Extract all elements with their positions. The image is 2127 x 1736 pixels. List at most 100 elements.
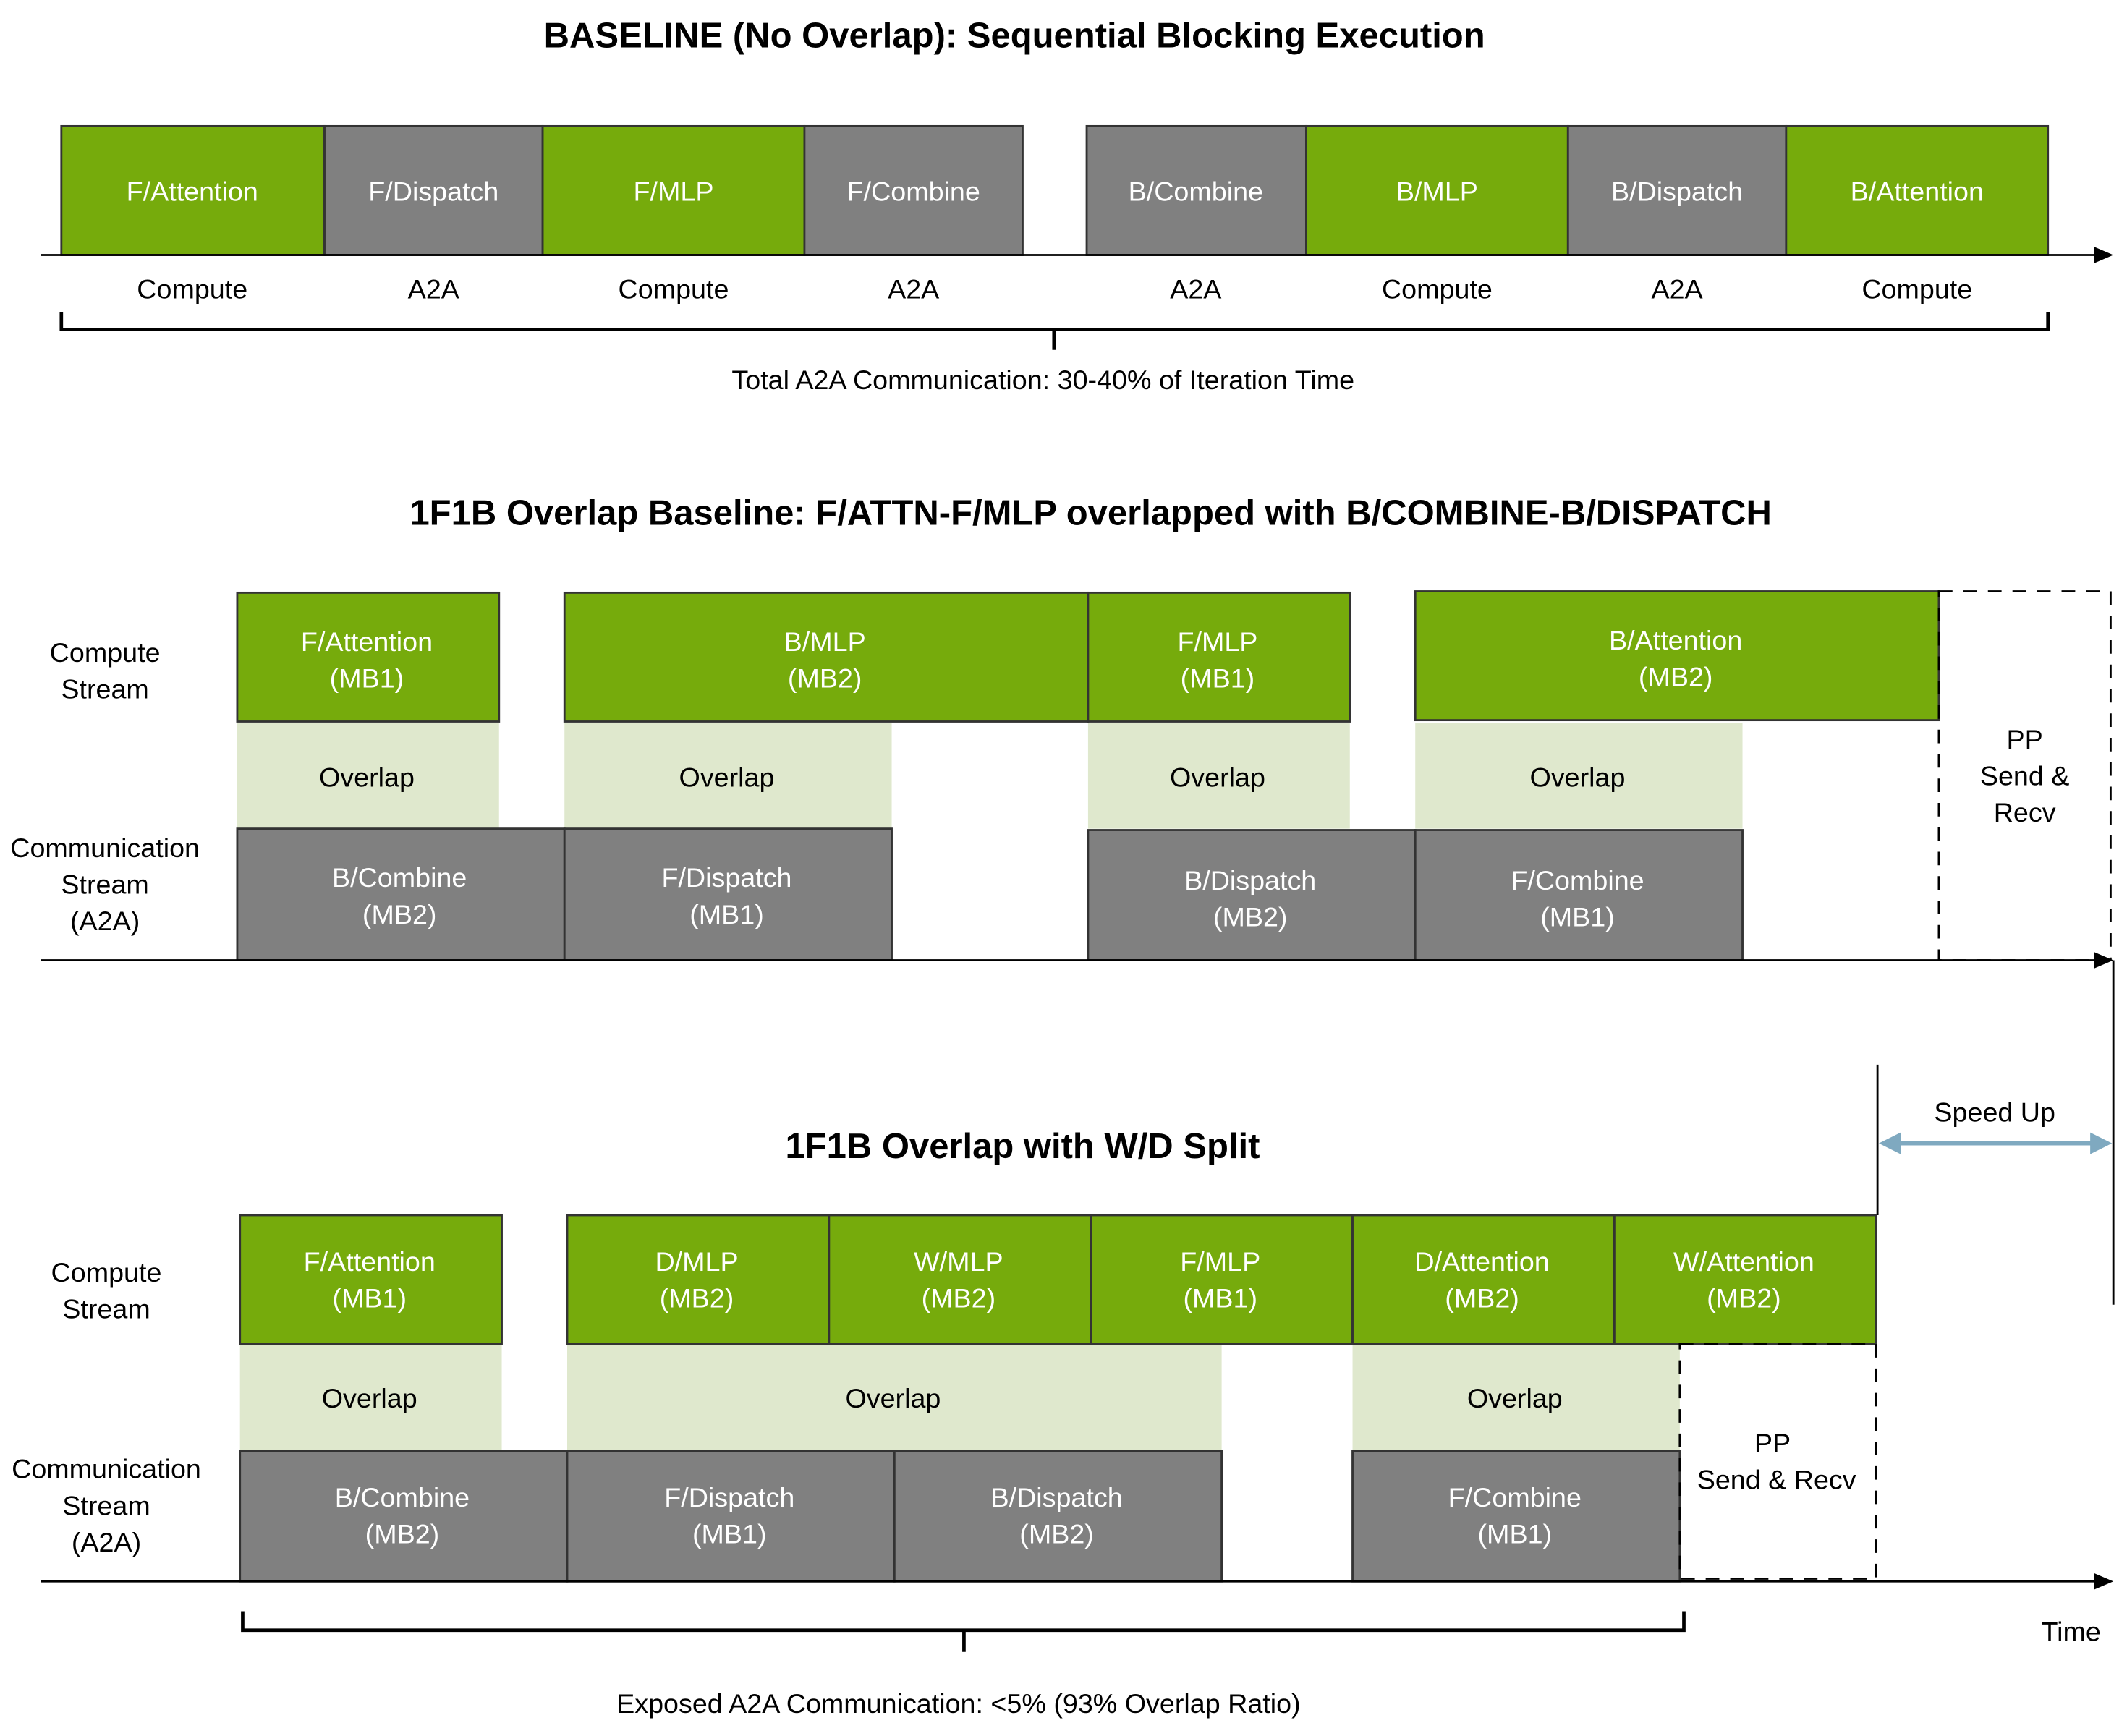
overlap-zone (1087, 723, 1350, 829)
wd-overlap-zone-label: Overlap (1467, 1383, 1563, 1413)
wd-pp-box (1678, 1343, 1877, 1580)
overlap-comm-label-3a: B/Dispatch (1184, 865, 1316, 895)
overlap-pp-label-3: Recv (1994, 797, 2056, 827)
wd-compute-label-5b: (MB2) (1445, 1283, 1519, 1314)
baseline-label-b-mlp: B/MLP (1396, 176, 1478, 207)
wd-comm-label-4b: (MB1) (1478, 1519, 1553, 1549)
baseline-category-1: Compute (137, 274, 247, 305)
baseline-label-f-attention: F/Attention (127, 176, 258, 207)
overlap-zone (1415, 723, 1743, 829)
wd-compute-label-2b: (MB2) (660, 1283, 734, 1314)
baseline-section: BASELINE (No Overlap): Sequential Blocki… (41, 17, 2114, 395)
wd-comm-row-label-1: Communication (12, 1454, 201, 1484)
overlap-comm-block (563, 827, 893, 961)
overlap-zone-label: Overlap (1530, 762, 1626, 793)
overlap-section: 1F1B Overlap Baseline: F/ATTN-F/MLP over… (10, 494, 2114, 969)
wd-compute-label-5a: D/Attention (1414, 1246, 1549, 1277)
speedup-arrowhead-left (1879, 1132, 1901, 1154)
wd-compute-label-6b: (MB2) (1707, 1283, 1781, 1314)
wd-compute-label-1a: F/Attention (304, 1246, 436, 1277)
wd-comm-label-1b: (MB2) (365, 1519, 440, 1549)
overlap-comm-row-label-1: Communication (10, 833, 200, 863)
wd-compute-block (1613, 1214, 1877, 1345)
overlap-compute-label-3b: (MB1) (1181, 663, 1255, 694)
overlap-comm-row-label-2: Stream (61, 869, 148, 900)
wd-compute-label-6a: W/Attention (1673, 1246, 1814, 1277)
overlap-comm-block (1087, 829, 1417, 961)
overlap-comm-block (1414, 829, 1744, 961)
baseline-title: BASELINE (No Overlap): Sequential Blocki… (544, 17, 1485, 56)
wd-comm-label-2b: (MB1) (692, 1519, 767, 1549)
overlap-compute-row-label-2: Stream (61, 674, 148, 705)
overlap-compute-row-label-1: Compute (50, 637, 161, 668)
overlap-comm-label-3b: (MB2) (1213, 902, 1288, 932)
wd-comm-label-4a: F/Combine (1448, 1482, 1582, 1512)
overlap-compute-block (1414, 590, 1940, 722)
overlap-comm-label-2b: (MB1) (689, 899, 764, 929)
overlap-comm-row-label-3: (A2A) (70, 906, 140, 936)
overlap-pp-label-2: Send & (1980, 761, 2070, 791)
baseline-label-f-mlp: F/MLP (634, 176, 714, 207)
overlap-zone (564, 723, 892, 829)
wd-comm-label-3a: B/Dispatch (990, 1482, 1122, 1512)
baseline-label-b-dispatch: B/Dispatch (1611, 176, 1743, 207)
baseline-block-b-mlp (1305, 124, 1569, 256)
wd-comm-block (239, 1450, 569, 1583)
baseline-category-4: A2A (888, 274, 939, 305)
wd-compute-block (828, 1214, 1092, 1345)
wd-compute-block (1351, 1214, 1616, 1345)
wd-compute-row-label-2: Stream (62, 1294, 150, 1324)
baseline-category-5: A2A (1170, 274, 1221, 305)
overlap-compute-block (1087, 591, 1351, 723)
baseline-block-f-dispatch (323, 124, 544, 256)
wd-brace-label: Exposed A2A Communication: <5% (93% Over… (616, 1688, 1300, 1719)
baseline-label-f-dispatch: F/Dispatch (368, 176, 498, 207)
overlap-compute-label-2b: (MB2) (788, 663, 862, 694)
overlap-compute-label-4a: B/Attention (1609, 625, 1742, 655)
overlap-comm-label-1b: (MB2) (362, 899, 437, 929)
wd-pp-label-1: PP (1754, 1428, 1791, 1458)
baseline-label-f-combine: F/Combine (847, 176, 980, 207)
baseline-label-b-combine: B/Combine (1129, 176, 1263, 207)
overlap-zone-label: Overlap (319, 762, 415, 793)
baseline-brace-label: Total A2A Communication: 30-40% of Itera… (731, 365, 1354, 395)
wd-overlap-zone-label: Overlap (845, 1383, 941, 1413)
overlap-pp-box (1937, 590, 2112, 961)
speedup-label: Speed Up (1934, 1097, 2055, 1128)
overlap-compute-block (236, 591, 501, 723)
wd-compute-block (566, 1214, 831, 1345)
baseline-label-b-attention: B/Attention (1851, 176, 1984, 207)
wd-compute-label-2a: D/MLP (655, 1246, 738, 1277)
wd-comm-label-1a: B/Combine (335, 1482, 470, 1512)
baseline-block-f-mlp (541, 124, 806, 256)
overlap-axis-arrowhead (2094, 952, 2114, 969)
wd-comm-block (566, 1450, 896, 1583)
wd-compute-block (1090, 1214, 1354, 1345)
wd-comm-label-2a: F/Dispatch (664, 1482, 794, 1512)
wd-overlap-zone (1352, 1344, 1680, 1452)
baseline-block-f-attention (60, 124, 326, 256)
wd-pp-label-2: Send & Recv (1697, 1465, 1856, 1495)
wd-comm-row-label-2: Stream (62, 1490, 150, 1520)
wd-compute-label-4a: F/MLP (1180, 1246, 1260, 1277)
overlap-zone-label: Overlap (1170, 762, 1265, 793)
overlap-compute-block (563, 591, 1090, 723)
overlap-comm-block (236, 827, 566, 961)
baseline-block-b-combine (1085, 124, 1307, 256)
baseline-brace (59, 312, 2050, 350)
time-axis-label: Time (2042, 1617, 2101, 1647)
overlap-comm-label-4a: F/Combine (1511, 865, 1644, 895)
wd-overlap-zone (567, 1344, 1222, 1452)
baseline-category-2: A2A (408, 274, 459, 305)
baseline-category-8: Compute (1861, 274, 1972, 305)
speedup-indicator: Speed Up (1876, 960, 2115, 1305)
overlap-compute-label-1a: F/Attention (301, 626, 433, 657)
overlap-comm-label-2a: F/Dispatch (661, 862, 791, 893)
wd-overlap-zone (239, 1344, 502, 1452)
speedup-arrowhead-right (2090, 1132, 2113, 1154)
overlap-pp-label-1: PP (2007, 724, 2043, 754)
overlap-comm-label-4b: (MB1) (1540, 902, 1615, 932)
overlap-comm-label-1a: B/Combine (332, 862, 467, 893)
overlap-zone-label: Overlap (679, 762, 775, 793)
baseline-block-f-combine (803, 124, 1024, 256)
